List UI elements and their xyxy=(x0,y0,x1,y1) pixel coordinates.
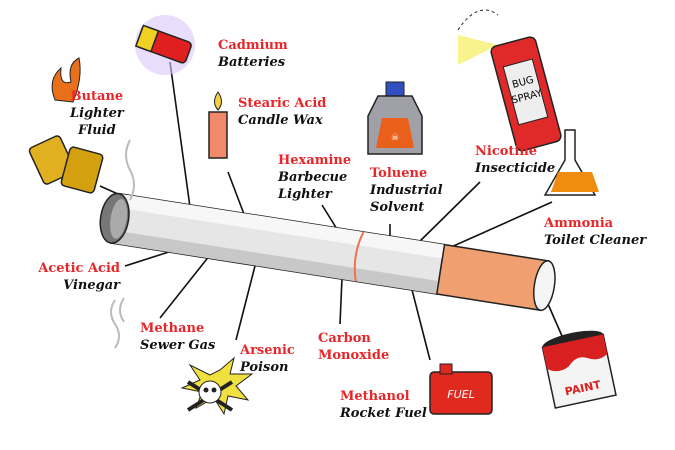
chemical-use: Insecticide xyxy=(475,161,556,176)
candle-icon xyxy=(208,91,228,159)
chemical-use: Toilet Cleaner xyxy=(544,233,647,248)
fuel-label: FUEL xyxy=(447,388,474,401)
leader-lines xyxy=(99,61,563,361)
chemical-name: Methanol xyxy=(340,389,410,404)
chemical-use: Lighter xyxy=(278,187,332,202)
solvent-bottle-icon: ☠ xyxy=(367,81,423,155)
chemical-use: Rocket Fuel xyxy=(340,406,427,421)
chemical-name: Carbon xyxy=(318,331,371,346)
chemical-name: Acetic Acid xyxy=(38,261,120,276)
paint-can-icon: PAINT xyxy=(541,330,617,409)
svg-text:☠: ☠ xyxy=(391,133,399,143)
chemical-use: Industrial xyxy=(370,183,443,198)
bug-spray-label-line1: BUG xyxy=(511,75,535,91)
chemical-name: Ammonia xyxy=(544,216,614,231)
chemical-name: Toluene xyxy=(370,166,428,181)
chemical-name: Nicotine xyxy=(475,144,538,159)
chemical-name: Arsenic xyxy=(240,343,295,358)
flask-icon xyxy=(543,129,599,196)
chemical-use: Candle Wax xyxy=(238,113,323,128)
chemical-use: Sewer Gas xyxy=(140,338,216,353)
chemical-use: Fluid xyxy=(78,123,116,138)
chemical-name: Monoxide xyxy=(318,348,390,363)
chemical-use: Barbecue xyxy=(278,170,348,185)
chemical-use: Lighter xyxy=(70,106,124,121)
chemical-use: Solvent xyxy=(370,200,425,215)
bug-spray-icon: BUG SPRAY xyxy=(457,9,562,152)
fuel-can-icon: FUEL xyxy=(429,363,493,415)
chemical-name: Stearic Acid xyxy=(238,96,327,111)
skull-crossbones-icon xyxy=(180,356,254,416)
lighter-icon xyxy=(28,57,104,194)
chemical-use: Vinegar xyxy=(63,278,120,293)
smoke-icon xyxy=(110,297,125,349)
smoke-icon xyxy=(125,139,135,201)
chemical-use: Batteries xyxy=(218,55,286,70)
chemical-name: Cadmium xyxy=(218,38,288,53)
chemical-name: Butane xyxy=(70,89,124,104)
battery-icon xyxy=(134,15,195,75)
cigarette xyxy=(99,192,556,312)
chemical-name: Methane xyxy=(140,321,205,336)
chemical-name: Hexamine xyxy=(278,153,352,168)
chemical-use: Poison xyxy=(240,360,289,375)
